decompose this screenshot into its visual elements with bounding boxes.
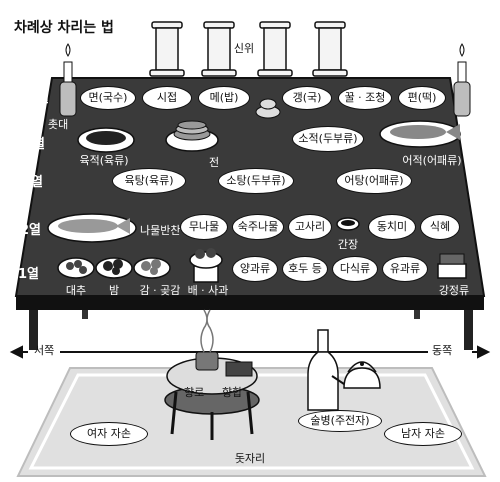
pear-apple-stand xyxy=(189,248,223,283)
table-leg-right xyxy=(464,308,473,350)
table-edge xyxy=(16,296,484,310)
row4-sojeok-oval: 소적(두부류) xyxy=(292,126,364,152)
row-label-1: 1열 xyxy=(18,267,40,282)
row1-item: 유과류 xyxy=(382,256,428,282)
row5-item: 편(떡) xyxy=(398,86,446,110)
row1-gangjeong-label: 강정류 xyxy=(438,284,470,297)
jeon-stack xyxy=(165,120,219,152)
persimmon-plate xyxy=(133,257,171,279)
east-label: 동쪽 xyxy=(432,344,453,357)
row2-item: 숙주나물 xyxy=(232,214,284,240)
row-label-5: 5열 xyxy=(28,91,50,106)
row5-item: 갱(국) xyxy=(282,86,332,110)
row2-item: 고사리 xyxy=(288,214,332,240)
sijeop-bowl xyxy=(255,98,281,119)
west-label: 서쪽 xyxy=(34,344,55,357)
men-descendants-label: 남자 자손 xyxy=(384,422,462,446)
row5-item: 메(밥) xyxy=(198,86,250,110)
row3-item: 어탕(어패류) xyxy=(336,168,412,194)
row4-jeon-label: 전 xyxy=(208,156,220,169)
jujube-plate xyxy=(57,257,95,279)
row1-fruit-label: 밤 xyxy=(108,284,120,297)
row5-item: 꿀 · 조청 xyxy=(338,86,392,110)
incense-burner-label: 향로 xyxy=(184,386,205,399)
row1-fruit-label: 배 · 사과 xyxy=(187,284,229,297)
row1-item: 다식류 xyxy=(332,256,378,282)
wine-bottle-shape xyxy=(307,329,339,411)
gangjeong-stand xyxy=(437,253,467,279)
fish-row2 xyxy=(47,213,137,243)
row2-item: 동치미 xyxy=(368,214,416,240)
women-descendants-label: 여자 자손 xyxy=(70,422,148,446)
page-title: 차례상 차리는 법 xyxy=(14,20,114,36)
incense-box-label: 향합 xyxy=(222,386,243,399)
candle-label: 촛대 xyxy=(48,118,69,131)
row-label-3: 3열 xyxy=(22,175,44,190)
candle-right-shape xyxy=(453,43,471,117)
chestnut-plate xyxy=(95,257,133,279)
row4-eojeok-label: 어적(어패류) xyxy=(402,154,462,167)
row2-item: 무나물 xyxy=(180,214,228,240)
row3-item: 소탕(두부류) xyxy=(218,168,294,194)
mat-label: 돗자리 xyxy=(234,452,266,465)
row5-item: 면(국수) xyxy=(80,86,136,110)
row2-namul-label: 나물반찬 xyxy=(140,224,181,237)
direction-arrow xyxy=(9,345,491,359)
kettle-shape xyxy=(331,361,381,389)
wine-bottle-label: 술병(주전자) xyxy=(298,410,382,432)
table-leg-back-left xyxy=(82,305,88,319)
row5-item: 시접 xyxy=(142,86,192,110)
table-leg-left xyxy=(29,308,38,350)
row3-item: 육탕(육류) xyxy=(112,168,186,194)
row2-item: 식혜 xyxy=(420,214,460,240)
candle-left-shape xyxy=(59,43,77,117)
row1-fruit-label: 감 · 곶감 xyxy=(139,284,181,297)
row1-fruit-label: 대추 xyxy=(65,284,87,297)
spirit-tablets xyxy=(149,21,348,77)
soy-sauce-bowl xyxy=(336,217,360,231)
fish-row4 xyxy=(379,120,461,148)
row4-yukjeok-label: 육적(육류) xyxy=(79,154,129,167)
row1-item: 양과류 xyxy=(232,256,278,282)
row1-item: 호두 등 xyxy=(282,256,328,282)
table-leg-back-right xyxy=(414,305,420,319)
incense-table xyxy=(164,309,260,440)
row-label-4: 4열 xyxy=(24,137,46,152)
row2-soy-label: 간장 xyxy=(337,238,359,251)
yukjeok-plate xyxy=(77,127,135,153)
spirit-tablets-label: 신위 xyxy=(233,42,255,55)
row-label-2: 2열 xyxy=(20,223,42,238)
